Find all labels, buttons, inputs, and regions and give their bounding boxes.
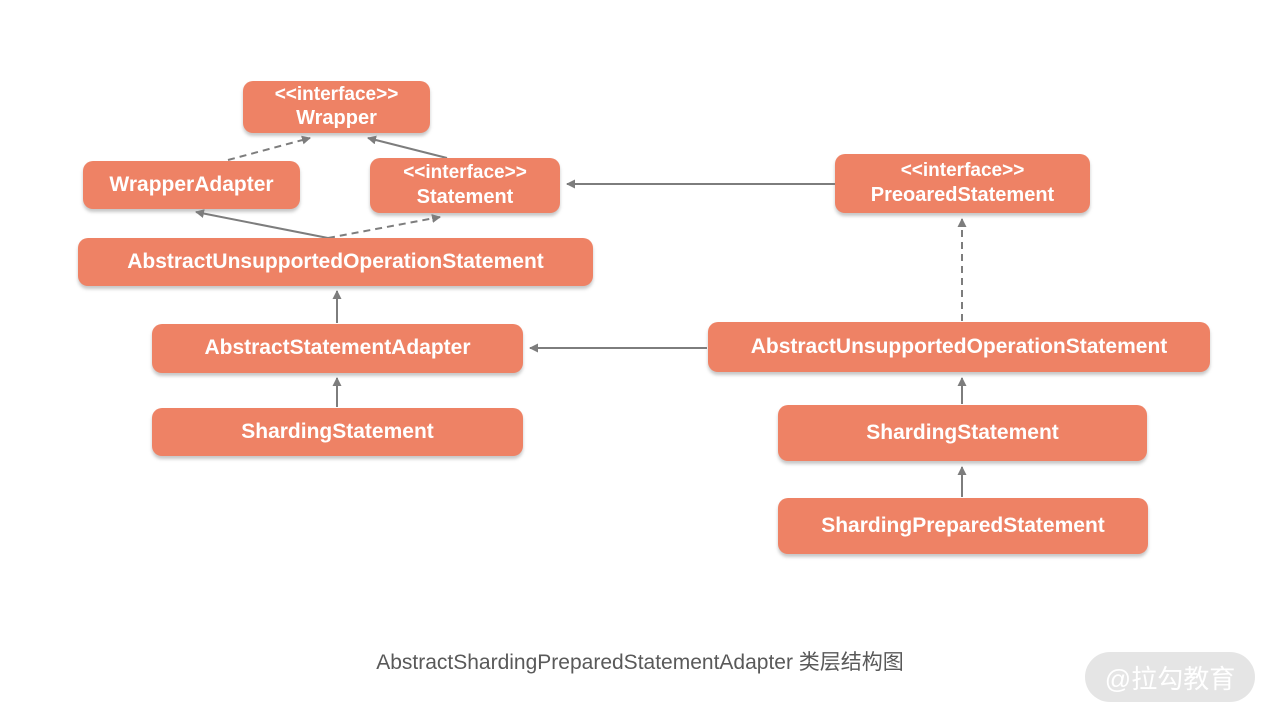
class-name-label: ShardingStatement [241,419,434,443]
stereotype-label: <<interface>> [900,160,1025,182]
class-node-statement-interface: <<interface>> Statement [370,158,560,213]
diagram-caption: AbstractShardingPreparedStatementAdapter… [376,651,904,674]
class-node-abstract-statement-adapter: AbstractStatementAdapter [152,324,523,373]
class-node-abstract-unsupported-operation-statement-left: AbstractUnsupportedOperationStatement [78,238,593,286]
edge-absunsupported-left-to-wrapperadapter [195,209,329,239]
class-node-sharding-statement-left: ShardingStatement [152,408,523,456]
class-name-label: AbstractUnsupportedOperationStatement [750,334,1168,358]
class-node-abstract-unsupported-operation-statement-right: AbstractUnsupportedOperationStatement [708,322,1210,372]
class-name-label: PreoaredStatement [870,183,1055,206]
class-node-wrapper-interface: <<interface>> Wrapper [243,81,430,133]
class-name-label: ShardingPreparedStatement [821,513,1105,537]
class-name-label: ShardingStatement [866,420,1059,444]
watermark-badge: @拉勾教育 [1085,652,1255,702]
class-name-label: Statement [416,185,514,208]
watermark-text: @拉勾教育 [1104,663,1236,694]
class-name-label: AbstractStatementAdapter [204,336,471,360]
stereotype-label: <<interface>> [403,162,527,184]
class-name-label: Wrapper [296,107,377,130]
edge-absunsupported-left-to-statement [327,214,441,239]
class-name-label: WrapperAdapter [109,172,274,196]
edge-wrapperadapter-to-wrapper [227,135,311,161]
class-node-sharding-statement-right: ShardingStatement [778,405,1147,461]
edge-statement-to-wrapper [367,135,448,159]
class-node-sharding-prepared-statement: ShardingPreparedStatement [778,498,1148,554]
stereotype-label: <<interface>> [274,83,399,105]
class-node-preoared-statement-interface: <<interface>> PreoaredStatement [835,154,1090,213]
class-name-label: AbstractUnsupportedOperationStatement [127,249,544,273]
class-node-wrapper-adapter: WrapperAdapter [83,161,300,209]
